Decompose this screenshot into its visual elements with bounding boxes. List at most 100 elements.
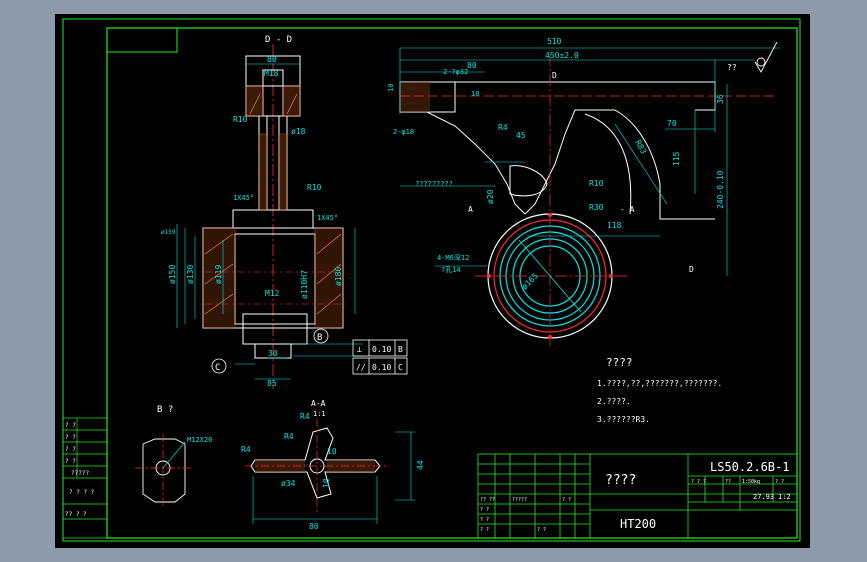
dim-phi18: ø18 [291, 127, 306, 136]
dim-r4-a: R4 [300, 412, 310, 421]
dim-holes-32: 2-?φ32 [443, 68, 468, 76]
section-dd-label: D - D [265, 35, 292, 45]
note-line-1: 1.????,??,???????,???????. [597, 379, 722, 388]
dim-r10-right: R10 [589, 179, 604, 188]
dim-30: 30 [268, 349, 278, 358]
section-aa-scale: 1:1 [313, 410, 326, 418]
dim-chamfer-2: 1X45° [317, 214, 338, 222]
tb-header-2: ?? [725, 479, 731, 485]
weight: 27.93 [753, 493, 774, 501]
tol-ref-2: C [398, 363, 403, 372]
dim-36: 36 [716, 94, 725, 104]
section-d-top: D [552, 71, 557, 80]
svg-text:C: C [215, 363, 220, 373]
notes-heading: ???? [606, 356, 633, 369]
datum-b-marker: B [313, 328, 329, 344]
tb-left-row-3: ? ? [480, 527, 489, 533]
dim-phi110: ø110H7 [300, 270, 309, 299]
tolerance-frames [352, 339, 408, 375]
dim-118: 118 [607, 221, 622, 230]
dim-phi159: ø159 [161, 229, 176, 236]
dim-240: 240-0.10 [716, 170, 725, 209]
dim-phi150: ø150 [168, 265, 177, 284]
dim-44: 44 [416, 460, 425, 470]
datum-c-marker: C [211, 358, 227, 374]
tb-left-row-1: ? ? [480, 507, 489, 513]
dim-r10-mid: R10 [307, 183, 322, 192]
dim-10b-aa: 10 [322, 478, 331, 488]
dim-510: 510 [547, 37, 562, 46]
dim-10b: 10 [471, 90, 479, 98]
dim-80-right: 80 [467, 61, 477, 70]
tb-sign-1: ?? ?? [480, 497, 495, 503]
dim-holes-18: 2-φ18 [393, 128, 414, 136]
tb-header-4: ? ? [775, 479, 784, 485]
roughness-note: ?? [727, 63, 737, 72]
dim-phi34: ø34 [281, 479, 296, 488]
section-aa-label: A-A [311, 399, 326, 408]
tb-header-1: ? ? ? [691, 479, 706, 485]
tol-ref-1: B [398, 345, 403, 354]
dim-m12: M12 [265, 289, 280, 298]
dim-80-aa: 80 [309, 522, 319, 531]
side-mid: ? ? ? ? [69, 489, 95, 496]
side-row-4: ? ? [65, 458, 76, 465]
part-name: ???? [605, 473, 636, 488]
dim-phi165: ø165 [520, 271, 540, 291]
tb-left-row-4: ? ? [537, 527, 546, 533]
main-view: 510 450±2.0 80 D 2-?φ32 2-φ18 10 10 R4 4… [387, 37, 780, 349]
view-b-label: B ? [157, 405, 173, 415]
dim-r4-c: R4 [241, 445, 251, 454]
dim-r4-right: R4 [498, 123, 508, 132]
dim-phi130: ø130 [186, 265, 195, 284]
dim-450: 450±2.0 [545, 51, 579, 60]
dim-r83: R83 [633, 139, 648, 156]
dim-45: 45 [516, 131, 526, 140]
side-row-3: ? ? [65, 446, 76, 453]
dim-85: 85 [267, 379, 277, 388]
dim-r30: R30 [589, 203, 604, 212]
side-revision-table [62, 417, 108, 539]
tb-sign-3: ? ? [562, 497, 571, 503]
side-row-1: ? ? [65, 422, 76, 429]
tol-sym-1: ⊥ [357, 345, 362, 354]
tol-val-2: 0.10 [372, 363, 391, 372]
note-question: ????????? [415, 180, 453, 188]
side-row-2: ? ? [65, 434, 76, 441]
drawing-frame [62, 18, 801, 542]
technical-notes: ???? 1.????,??,???????,???????. 2.????. … [597, 356, 722, 424]
section-d-bottom: D [689, 265, 694, 274]
note-line-2: 2.????. [597, 397, 631, 406]
view-b: B ? M12X20 [135, 405, 212, 508]
drawing-number: LS50.2.6B-1 [710, 460, 789, 474]
dim-holes-m6-b: ?孔14 [441, 266, 461, 274]
dim-m18: M18 [264, 69, 279, 78]
dim-80: 80 [267, 55, 277, 64]
dim-r4-b: R4 [284, 432, 294, 441]
side-row-5: ????? [71, 470, 89, 477]
note-line-3: 3.??????R3. [597, 415, 650, 424]
svg-text:B: B [317, 333, 322, 343]
dim-10a: 10 [387, 84, 395, 92]
dim-holes-m6: 4-M6深12 [437, 253, 469, 262]
section-a-left: A [468, 205, 473, 214]
dim-r10-top: R10 [233, 115, 248, 124]
dim-phi180: ø180 [334, 267, 343, 286]
dim-10-aa: 10 [327, 447, 337, 456]
tb-header-3: 1:50kg [742, 479, 760, 485]
dim-m12x20: M12X20 [187, 436, 212, 444]
dim-phi20: ø20 [486, 189, 495, 204]
roughness-symbol [754, 41, 778, 73]
side-bottom: ?? ? ? [65, 511, 87, 518]
title-block [477, 453, 798, 539]
cad-drawing-area: D - D [55, 14, 810, 548]
tol-val-1: 0.10 [372, 345, 391, 354]
dim-70: 70 [667, 119, 677, 128]
tb-sign-2: ????? [512, 497, 527, 503]
material: HT200 [620, 517, 656, 531]
section-aa-view: A-A 1:1 R4 R4 R4 10 ø34 10 [241, 399, 425, 531]
tol-sym-2: // [356, 363, 366, 372]
dim-chamfer-1: 1X45° [233, 194, 254, 202]
dim-115: 115 [672, 151, 681, 166]
cad-drawing: D - D [62, 18, 801, 542]
